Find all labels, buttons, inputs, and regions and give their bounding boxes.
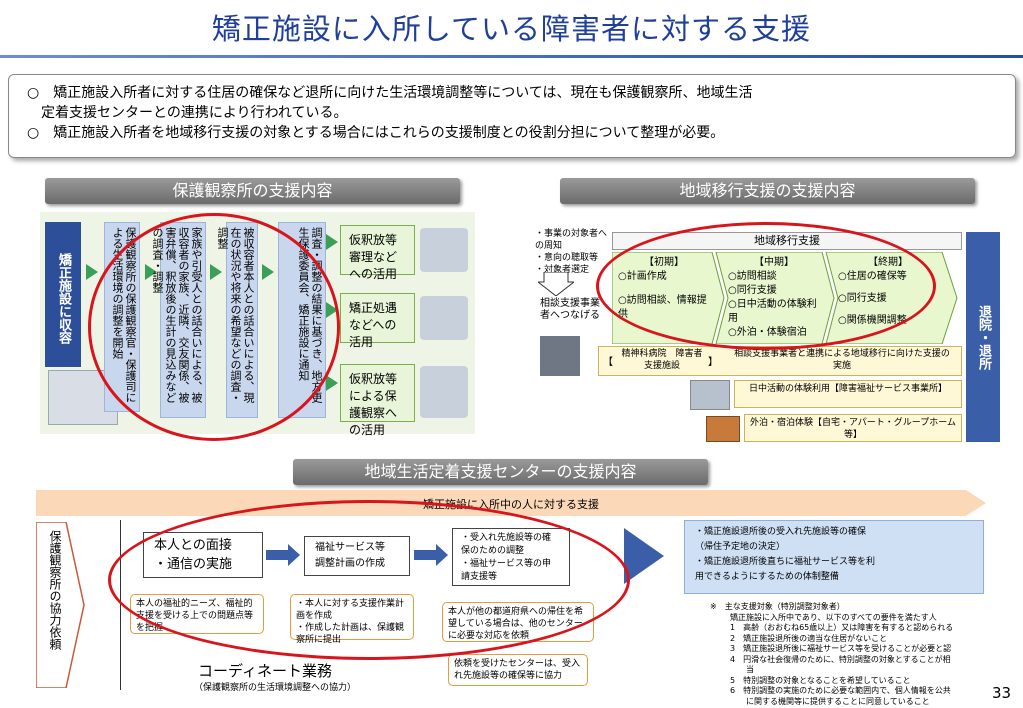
summary-line-3: ○ 矯正施設入所者を地域移行支援の対象とする場合にはこれらの支援制度との役割分担… [27, 125, 725, 141]
note-cooperation: 依頼を受けたセンターは、受入れ先施設等の確保等に協力 [448, 654, 588, 686]
red-ellipse-highlight-2 [596, 222, 936, 350]
left-label-frame [36, 522, 85, 688]
note-select: ・対象者選定 [535, 265, 590, 275]
left-box-consultation: 相談支援事業者へつなげる [540, 298, 600, 321]
outcome-correctional-treatment: 矯正処遇などへの活用 [340, 293, 415, 349]
summary-line-2: 定着支援センターとの連携により行われている。 [27, 105, 348, 121]
page-number: 33 [992, 684, 1012, 702]
stay-box: 外泊・宿泊体験【自宅・アパート・グループホーム等】 [744, 414, 962, 442]
arrow-right-icon [326, 234, 338, 250]
hospital-label: 精神科病院 障害者支援施設 [621, 349, 703, 371]
arrow-down-icon [538, 272, 574, 296]
coordinate-title: コーディネート業務 [198, 662, 332, 680]
office-building-icon [690, 380, 730, 410]
red-ellipse-highlight [88, 213, 340, 441]
result-line-4: 用できるようにするための体制整備 [695, 572, 839, 582]
right-result-box: ・矯正施設退所後の受入れ先施設等の確保 （帰住予定地の決定） ・矯正施設退所後直… [684, 520, 984, 594]
red-ellipse-highlight-3 [108, 500, 630, 660]
outcome-parole-review: 仮釈放等審理などへの活用 [340, 225, 415, 281]
big-arrow-icon [624, 528, 664, 584]
footnote-title: ※ 主な支援対象（特別調整対象者） [710, 602, 845, 611]
day-activity-box: 日中活動の体験利用【障害福祉サービス事業所】 [734, 380, 962, 408]
footnote-line-0: 矯正施設に入所中であり、以下のすべての要件を満たす人 [730, 612, 937, 622]
footnote-line-8: に関する機関等に提供することに同意していること [730, 696, 930, 706]
footnote-line-7: 6 特別調整の実施のために必要な範囲内で、個人情報を公共 [730, 686, 951, 695]
coordinate-sub: （保護観察所の生活環境調整への協力） [194, 683, 357, 693]
center-header: 地域生活定着支援センターの支援内容 [293, 459, 708, 485]
probation-header: 保護観察所の支援内容 [45, 178, 460, 204]
officer-image [420, 296, 468, 340]
arrow-right-icon [326, 375, 338, 391]
note-hearing: ・意向の聴取等 [535, 253, 599, 263]
arrow-right-icon [86, 264, 98, 280]
transition-header: 地域移行支援の支援内容 [560, 178, 975, 204]
result-line-3: ・矯正施設退所後直ちに福祉サービス等を利 [695, 557, 876, 567]
coop-row [598, 346, 962, 376]
footnote: ※ 主な支援対象（特別調整対象者） 矯正施設に入所中であり、以下のすべての要件を… [710, 602, 990, 707]
footnote-line-3: 3 矯正施設退所後に福祉サービス等を受けることが必要と認 [730, 644, 952, 653]
result-line-2: （帰住予定地の決定） [695, 542, 786, 552]
bracket-left: 【 [603, 357, 613, 368]
band-text: 矯正施設に入所中の人に対する支援 [423, 498, 599, 511]
house-icon [706, 416, 740, 442]
transition-left-notes: ・事業の対象者への周知 ・意向の聴取等 ・対象者選定 [535, 228, 607, 276]
coop-text: 相談支援事業者と連携による地域移行に向けた支援の実施 [734, 349, 950, 371]
left-label-request: 保護観察所の協力依頼 [48, 530, 62, 650]
summary-box: ○ 矯正施設入所者に対する住居の確保など退所に向けた生活環境調整等については、現… [8, 74, 1016, 158]
hospital-building-icon [540, 336, 580, 376]
title-rule [0, 55, 1023, 58]
bracket-right: 】 [708, 357, 718, 368]
summary-line-1: ○ 矯正施設入所者に対する住居の確保など退所に向けた生活環境調整等については、現… [27, 85, 753, 101]
footnote-line-1: 1 高齢（おおむね65歳以上）又は障害を有すると認められる [730, 623, 954, 632]
note-inform: ・事業の対象者への周知 [535, 229, 608, 251]
exit-label: 退院・退所 [966, 232, 1000, 442]
page-title: 矯正施設に入所している障害者に対する支援 [211, 12, 812, 46]
family-image [420, 366, 468, 418]
result-line-1: ・矯正施設退所後の受入れ先施設等の確保 [695, 527, 867, 537]
footnote-line-2: 2 矯正施設退所後の適当な住居がないこと [730, 633, 888, 643]
blue-label-incarcerated: 矯正施設に収容 [45, 222, 81, 367]
outcome-probation-use: 仮釈放等による保護観察への活用 [340, 364, 415, 437]
footnote-line-4: 4 円滑な社会復帰のために、特別調整の対象とすることが相 [730, 654, 951, 664]
footnote-line-6: 5 特別調整の対象となることを希望していること [730, 675, 911, 685]
people-meeting-image [420, 228, 468, 272]
footnote-line-5: 当 [730, 665, 754, 674]
